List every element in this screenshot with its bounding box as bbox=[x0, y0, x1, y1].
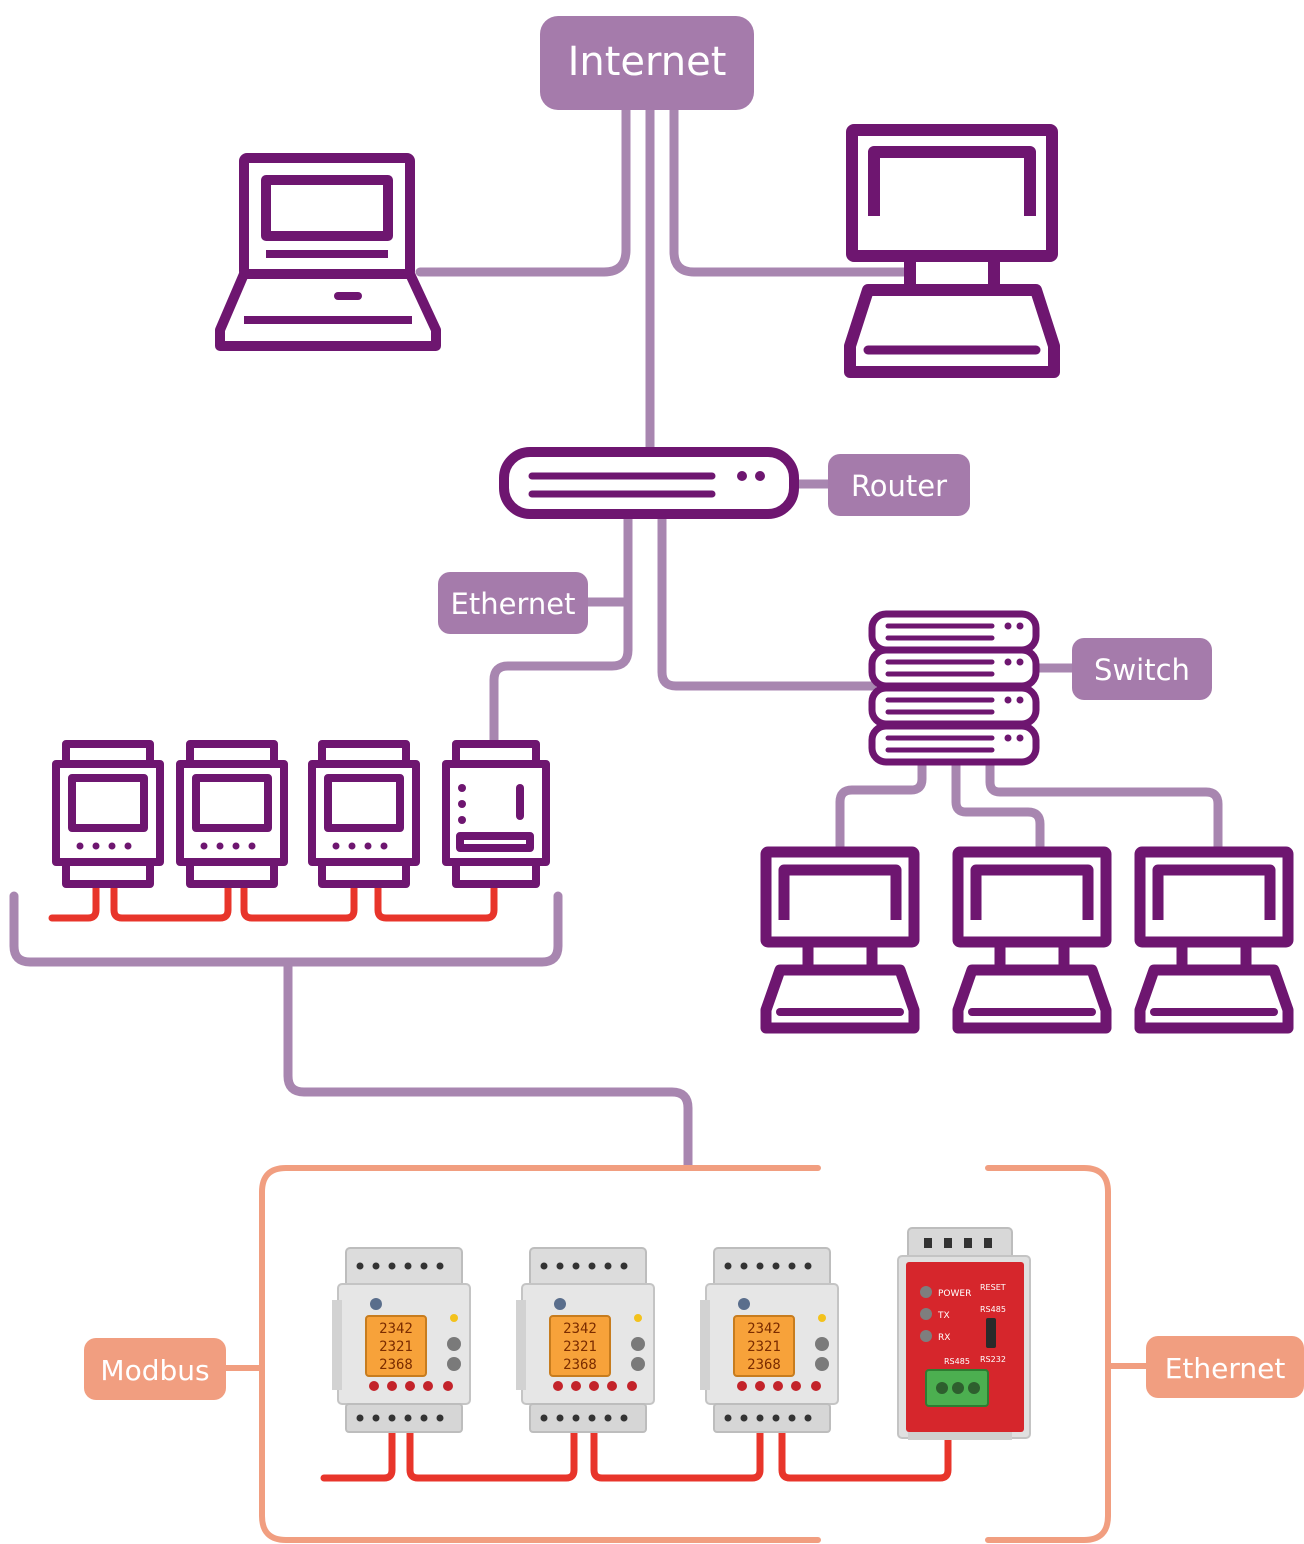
energy-meter-icon bbox=[52, 740, 164, 888]
gateway-led-label: RX bbox=[938, 1333, 950, 1343]
switch-unit bbox=[868, 722, 1040, 766]
gateway-side-label: RS232 bbox=[980, 1355, 1006, 1364]
network-connection-lines bbox=[9, 105, 1223, 1171]
modbus-label: Modbus bbox=[84, 1338, 226, 1400]
modbus-label-text: Modbus bbox=[100, 1354, 209, 1387]
ethernet-top-label: Ethernet bbox=[438, 572, 588, 634]
energy-meter-device: 2342 2321 2368 bbox=[700, 1247, 839, 1433]
switch-to-pc3-line bbox=[985, 760, 1223, 855]
pc-icon bbox=[760, 846, 920, 1034]
energy-meter-device: 2342 2321 2368 bbox=[332, 1247, 471, 1433]
ethernet-bottom-label: Ethernet bbox=[1146, 1336, 1304, 1398]
meter-reading: 2342 bbox=[379, 1321, 413, 1337]
modbus-gateway-device: POWER TX RX RESET RS485 RS232 RS485 bbox=[897, 1227, 1031, 1440]
meter-reading: 2321 bbox=[747, 1339, 781, 1355]
router-label-text: Router bbox=[851, 469, 947, 503]
internet-to-laptop-line bbox=[415, 105, 631, 277]
laptop-icon bbox=[215, 153, 441, 351]
meter-reading: 2321 bbox=[379, 1339, 413, 1355]
internet-label: Internet bbox=[540, 16, 754, 110]
switch-label-text: Switch bbox=[1094, 653, 1190, 687]
pc-icon bbox=[952, 846, 1112, 1034]
energy-meter-device: 2342 2321 2368 bbox=[516, 1247, 655, 1433]
router-label: Router bbox=[828, 454, 970, 516]
switch-label: Switch bbox=[1072, 638, 1212, 700]
gateway-led-label: POWER bbox=[938, 1289, 971, 1299]
meter-reading: 2368 bbox=[747, 1357, 781, 1373]
router-to-switch-line bbox=[657, 510, 877, 691]
desktop-computer-icon bbox=[844, 124, 1060, 378]
gateway-led-label: TX bbox=[937, 1311, 950, 1321]
meters-to-modbus-line bbox=[283, 957, 693, 1171]
internet-label-text: Internet bbox=[568, 39, 727, 85]
energy-meter-icon bbox=[308, 740, 420, 888]
gateway-connector-label: RS485 bbox=[944, 1357, 970, 1366]
meter-reading: 2368 bbox=[379, 1357, 413, 1373]
switch-icon bbox=[868, 610, 1040, 766]
ethernet-top-label-text: Ethernet bbox=[451, 587, 576, 621]
meter-reading: 2342 bbox=[563, 1321, 597, 1337]
gateway-side-label: RESET bbox=[980, 1283, 1006, 1292]
switch-unit bbox=[868, 684, 1040, 728]
gateway-side-label: RS485 bbox=[980, 1305, 1006, 1314]
energy-meter-icon bbox=[176, 740, 288, 888]
meter-icons-wiring bbox=[48, 880, 498, 922]
switch-to-pc2-line bbox=[951, 760, 1045, 855]
internet-to-desktop-line bbox=[669, 105, 915, 277]
router-to-meters-line bbox=[489, 510, 633, 750]
switch-unit bbox=[868, 646, 1040, 690]
router-icon bbox=[499, 447, 799, 519]
pc-icon bbox=[1134, 846, 1294, 1034]
meter-reading: 2321 bbox=[563, 1339, 597, 1355]
meter-reading: 2368 bbox=[563, 1357, 597, 1373]
meter-reading: 2342 bbox=[747, 1321, 781, 1337]
modbus-ethernet-bracket bbox=[221, 1165, 1149, 1543]
switch-unit bbox=[868, 610, 1040, 654]
ethernet-bottom-label-text: Ethernet bbox=[1165, 1352, 1286, 1385]
gateway-module-icon bbox=[442, 740, 550, 888]
switch-to-pc1-line bbox=[835, 760, 927, 855]
device-modbus-wiring bbox=[320, 1426, 952, 1482]
